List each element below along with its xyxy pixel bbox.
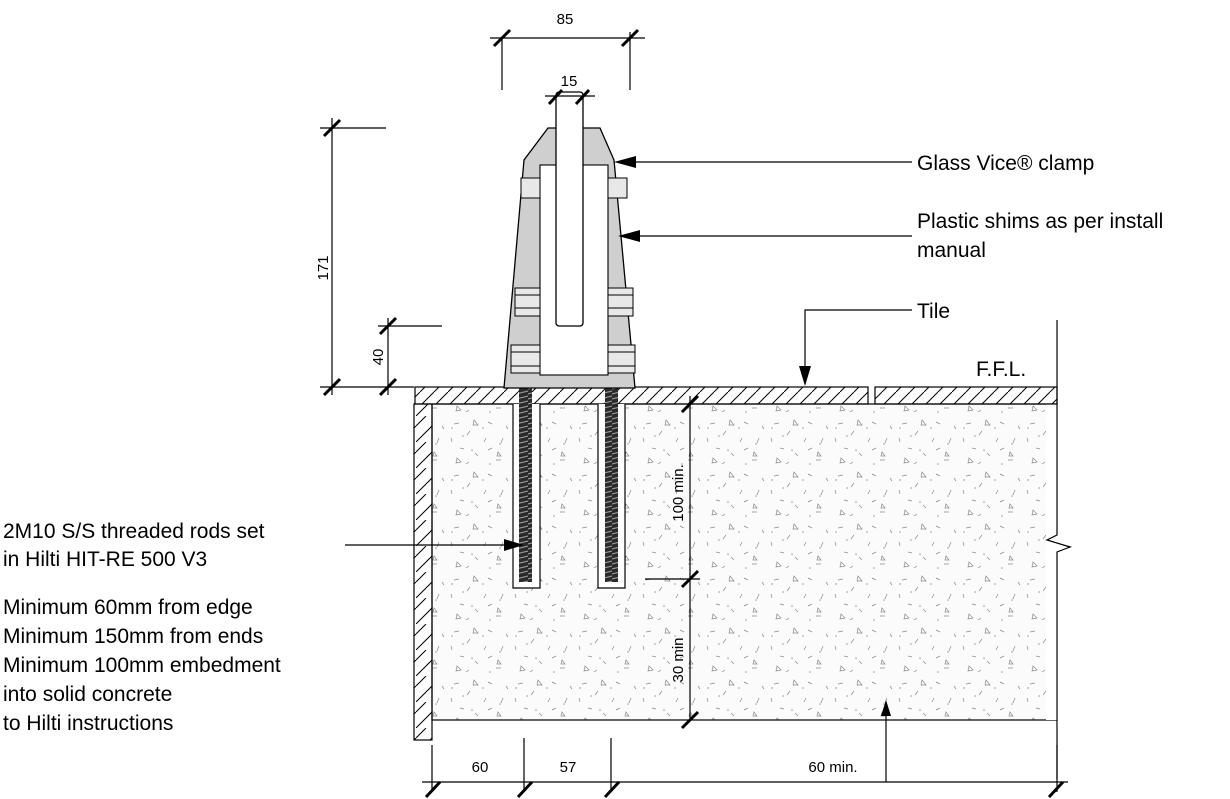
- drilled-hole-left: [512, 386, 541, 589]
- note-line2: Minimum 150mm from ends: [3, 625, 263, 648]
- dim-label-60: 60: [472, 759, 489, 776]
- label-plastic-shims-line2: manual: [917, 239, 986, 262]
- leader-shims: [618, 230, 912, 242]
- label-ffl: F.F.L.: [976, 358, 1026, 381]
- label-rods-line1: 2M10 S/S threaded rods set: [3, 520, 265, 543]
- dim-label-15: 15: [561, 73, 578, 90]
- note-line1: Minimum 60mm from edge: [3, 596, 253, 619]
- leader-rods: [345, 539, 524, 551]
- label-glass-vice-clamp: Glass Vice® clamp: [917, 152, 1094, 175]
- drilled-hole-right: [597, 386, 626, 589]
- leader-tile: [799, 309, 912, 386]
- shim-bolts: [510, 177, 636, 374]
- dim-label-30-min: 30 min: [670, 637, 687, 682]
- glass-panel: [555, 91, 584, 327]
- threaded-rod-right: [605, 386, 618, 582]
- dim-label-171: 171: [315, 255, 332, 280]
- dim-label-57: 57: [560, 759, 577, 776]
- edge-facing: [413, 403, 433, 741]
- label-tile: Tile: [917, 300, 950, 323]
- dim-label-60-min: 60 min.: [808, 759, 857, 776]
- label-rods-line2: in Hilti HIT-RE 500 V3: [3, 548, 207, 571]
- dim-clamp-width: 85: [490, 11, 645, 90]
- dim-label-85: 85: [557, 11, 574, 28]
- dim-bottom-chain: 60 57 60 min.: [422, 700, 1068, 799]
- note-line5: to Hilti instructions: [3, 712, 173, 735]
- slab-arrow: [881, 700, 891, 716]
- note-line4: into solid concrete: [3, 683, 172, 706]
- leader-clamp: [614, 156, 912, 168]
- dim-label-100-min: 100 min.: [670, 464, 687, 522]
- label-plastic-shims-line1: Plastic shims as per install: [917, 210, 1163, 233]
- dim-label-40: 40: [370, 349, 387, 366]
- dim-glass-thickness: 15: [545, 73, 595, 106]
- tile-layer: [414, 386, 1058, 405]
- glass-vice-clamp: [503, 91, 636, 389]
- dim-base-height: 40: [370, 316, 442, 397]
- threaded-rod-left: [519, 386, 532, 582]
- note-line3: Minimum 100mm embedment: [3, 654, 281, 677]
- dim-embedment: 100 min. 30 min: [645, 394, 700, 730]
- dim-clamp-height: 171: [315, 118, 414, 397]
